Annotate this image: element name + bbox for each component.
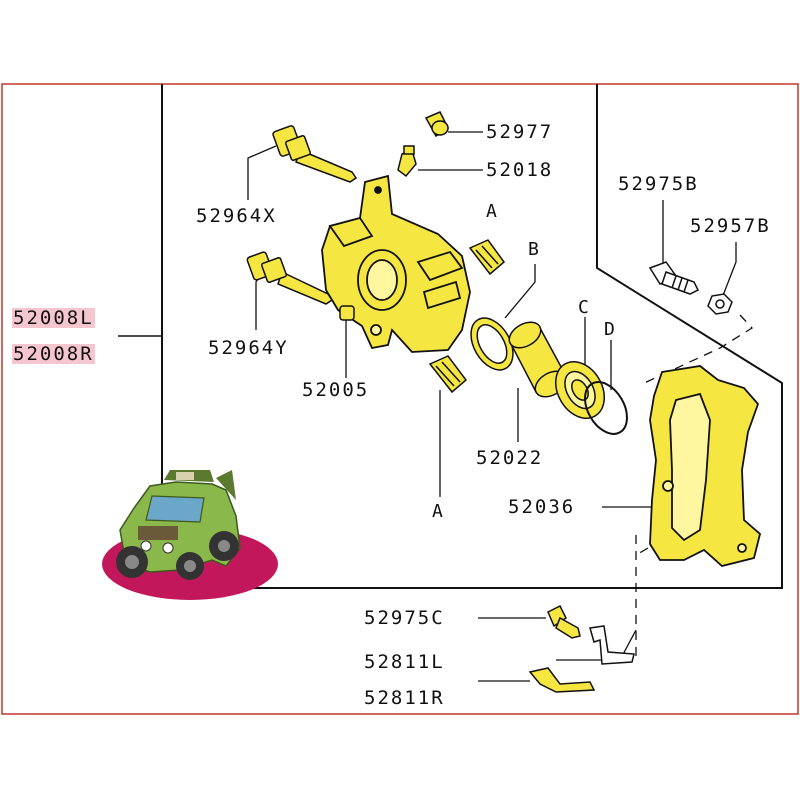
leader-lines	[247, 131, 737, 682]
part-label-52975c: 52975C	[364, 607, 445, 629]
part-label-52018: 52018	[486, 159, 554, 181]
sleeve	[339, 305, 355, 321]
assembly-label-left: 52008L	[12, 307, 95, 329]
part-label-52811l: 52811L	[364, 651, 445, 673]
part-label-52036: 52036	[508, 496, 576, 518]
part-label-52977: 52977	[486, 121, 554, 143]
bleeder-screw	[397, 145, 417, 178]
part-label-52022: 52022	[476, 447, 544, 469]
marker-a-bottom: A	[432, 501, 445, 522]
retaining-ring	[584, 381, 628, 435]
bolt-c	[547, 604, 581, 639]
caliper-body	[321, 174, 471, 353]
piston-seal	[470, 317, 514, 371]
assembly-label-right: 52008R	[12, 343, 95, 365]
boot-a-bottom	[428, 355, 468, 394]
boot-a-top	[468, 239, 506, 276]
guide-pin-x	[272, 125, 358, 183]
dashed-connectors	[635, 314, 754, 660]
part-label-52975b: 52975B	[618, 173, 699, 195]
outer-border	[1, 83, 799, 715]
bolt-b	[648, 261, 700, 295]
marker-d: D	[604, 319, 617, 340]
bleeder-cap	[424, 111, 449, 138]
dust-boot	[555, 361, 605, 419]
part-label-52964y: 52964Y	[208, 337, 289, 359]
pad-clip	[528, 625, 635, 693]
part-label-52964x: 52964X	[196, 205, 277, 227]
part-label-52005: 52005	[302, 379, 370, 401]
vehicle-illustration	[102, 470, 278, 600]
marker-a-top: A	[486, 201, 499, 222]
part-label-52811r: 52811R	[364, 687, 445, 709]
caliper-bracket	[649, 365, 762, 567]
marker-b: B	[528, 239, 541, 260]
part-label-52957b: 52957B	[690, 215, 771, 237]
guide-pin-y	[246, 251, 334, 305]
marker-c: C	[578, 297, 591, 318]
nut-b	[707, 293, 733, 315]
